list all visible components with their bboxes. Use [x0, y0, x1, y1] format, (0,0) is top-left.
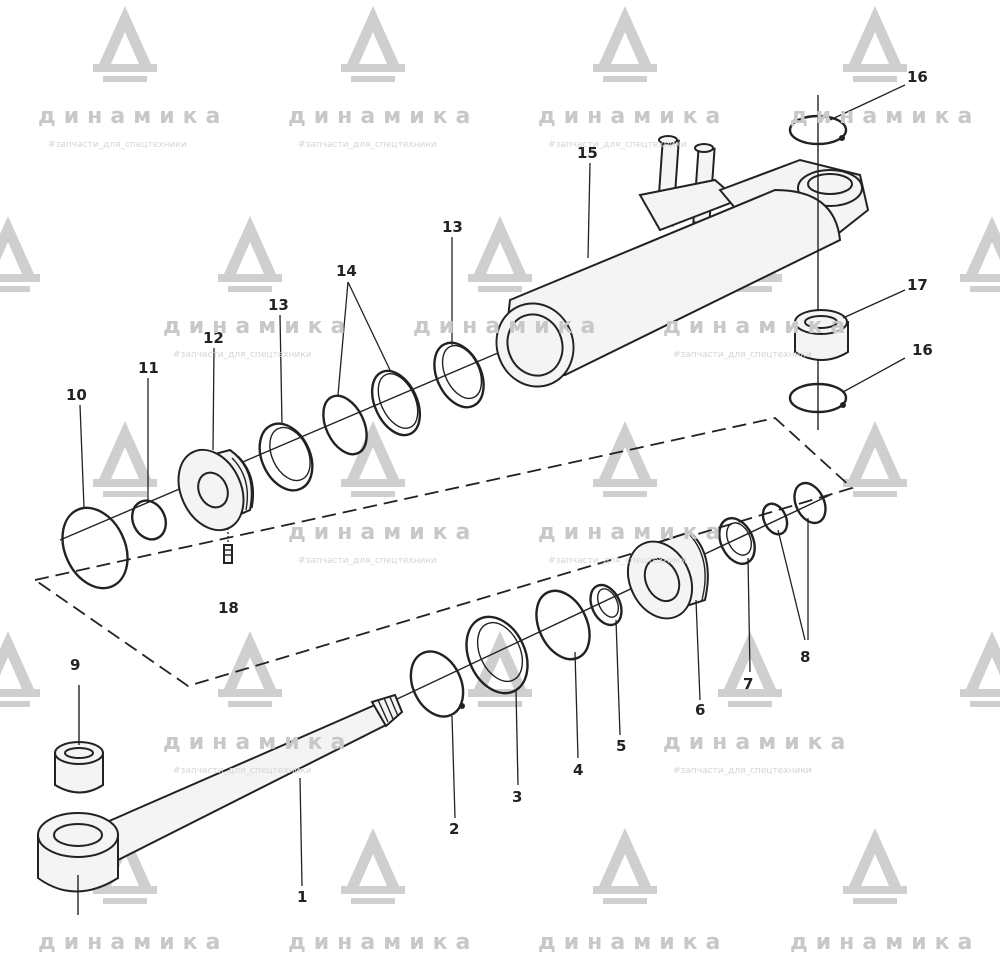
watermark-brand: динамика [38, 104, 229, 129]
watermark-brand: динамика [790, 930, 981, 955]
watermark-logo-icon [843, 828, 907, 904]
callout-10: 10 [66, 386, 87, 404]
callout-5: 5 [616, 737, 626, 755]
watermark-tagline: #запчасти_для_спецтехники [48, 140, 187, 150]
watermark-logo-icon [843, 421, 907, 497]
callout-17: 17 [907, 276, 928, 294]
callout-18: 18 [218, 599, 239, 617]
bushing-part [794, 309, 849, 361]
leader-lines [79, 84, 906, 887]
piston-part [177, 448, 255, 532]
callout-labels: 1 2 3 4 5 6 7 8 9 10 11 12 13 13 14 15 1… [66, 68, 933, 906]
watermark-logo-icon [960, 216, 1000, 292]
watermark-brand: динамика [288, 930, 479, 955]
watermark-logo-icon [93, 421, 157, 497]
watermark-logo-icon [341, 828, 405, 904]
watermark-logo-icon [341, 421, 405, 497]
lower-axis-line [394, 494, 831, 701]
watermark-tagline: #запчасти_для_спецтехники [548, 140, 687, 150]
watermark-logo-icon [593, 421, 657, 497]
seal-7-part [718, 517, 756, 565]
watermark-brand: динамика [538, 520, 729, 545]
watermark-brand: динамика [538, 930, 729, 955]
callout-6: 6 [695, 701, 705, 719]
watermark-logo-icon [0, 631, 40, 707]
o-ring-4-part [535, 589, 591, 661]
backup-ring-8a-part [793, 481, 827, 525]
callout-3: 3 [512, 788, 522, 806]
callout-12: 12 [203, 329, 224, 347]
wear-ring-13a-part [258, 422, 314, 492]
watermark-tagline: #запчасти_для_спецтехники [173, 350, 312, 360]
watermark-logo-icon [468, 216, 532, 292]
o-ring-10-part [61, 506, 129, 590]
callout-9: 9 [70, 656, 80, 674]
rod-seal-5-part [589, 583, 623, 627]
wiper-ring-3-part [465, 615, 529, 695]
callout-16a: 16 [907, 68, 928, 86]
watermark-logos [0, 6, 1000, 904]
watermark-logo-icon [341, 6, 405, 82]
callout-14: 14 [336, 262, 357, 280]
watermark-brand: динамика [538, 104, 729, 129]
watermark-brand: динамика [288, 520, 479, 545]
backup-ring-8b-part [761, 502, 789, 536]
snap-ring-2-part [409, 650, 465, 718]
watermark-logo-icon [593, 828, 657, 904]
watermark-logo-icon [218, 631, 282, 707]
watermark-tagline: #запчасти_для_спецтехники [298, 556, 437, 566]
rod-guide-part [626, 530, 709, 620]
watermark-tagline: #запчасти_для_спецтехники [673, 766, 812, 776]
callout-1: 1 [297, 888, 307, 906]
watermark-brand: динамика [163, 730, 354, 755]
watermark-brand: динамика [163, 314, 354, 339]
callout-11: 11 [138, 359, 159, 377]
callout-13b: 13 [442, 218, 463, 236]
watermark-tagline: #запчасти_для_спецтехники [548, 556, 687, 566]
piston-subassembly-outline [34, 417, 854, 687]
watermark-logo-icon [960, 631, 1000, 707]
watermark-logo-icon [593, 6, 657, 82]
callout-7: 7 [743, 675, 753, 693]
watermark-logo-icon [218, 216, 282, 292]
watermark-tagline: #запчасти_для_спецтехники [173, 766, 312, 776]
watermark-logo-icon [843, 6, 907, 82]
callout-16b: 16 [912, 341, 933, 359]
watermark-tagline: #запчасти_для_спецтехники [298, 140, 437, 150]
watermark-brand: динамика [663, 730, 854, 755]
watermark-brand: динамика [413, 314, 604, 339]
seal-ring-14a-part [370, 369, 422, 437]
cylinder-barrel-part [495, 135, 870, 388]
callout-4: 4 [573, 761, 583, 779]
callout-13a: 13 [268, 296, 289, 314]
seal-ring-14b-part [322, 394, 368, 456]
watermark-logo-icon [0, 216, 40, 292]
watermark-tagline: #запчасти_для_спецтехники [673, 350, 812, 360]
rod-bushing-part [54, 685, 104, 794]
watermark-brand: динамика [38, 930, 229, 955]
set-screw-part [223, 528, 233, 564]
watermark-logo-icon [718, 631, 782, 707]
watermark-brand: динамика [663, 314, 854, 339]
o-ring-11-part [131, 499, 167, 541]
piston-rod-part [37, 693, 404, 915]
callout-8: 8 [800, 648, 810, 666]
wear-ring-13b-part [433, 341, 485, 409]
watermark-logo-icon [93, 6, 157, 82]
watermark-brand: динамика [288, 104, 479, 129]
callout-15: 15 [577, 144, 598, 162]
watermark-brand: динамика [790, 104, 981, 129]
callout-2: 2 [449, 820, 459, 838]
